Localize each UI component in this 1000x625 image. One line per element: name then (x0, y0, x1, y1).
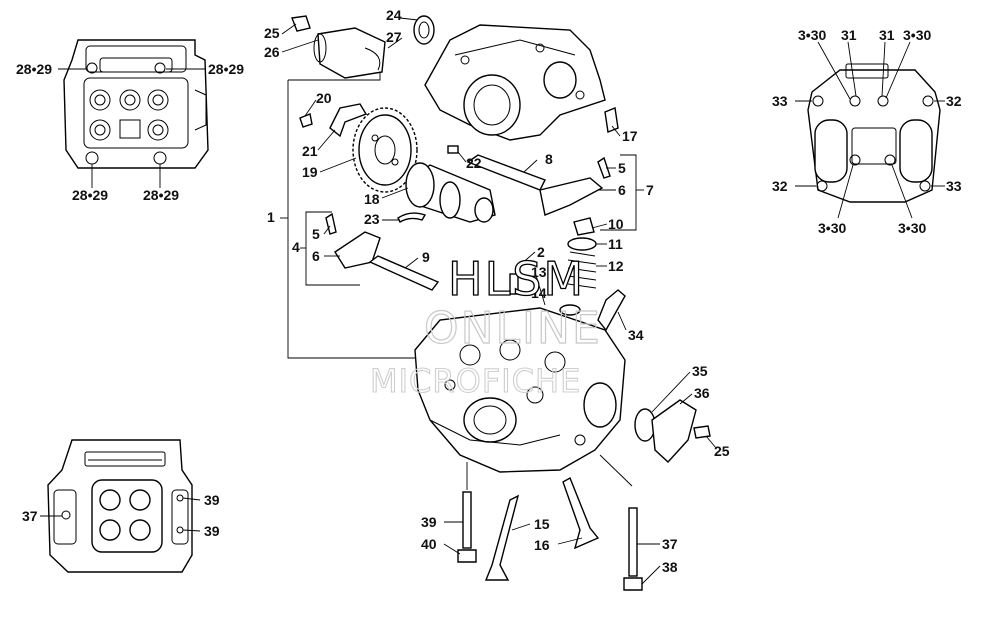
cylinder-head (414, 307, 626, 473)
nut-38 (623, 577, 643, 591)
clip-23 (397, 212, 427, 223)
retainer-11 (567, 237, 597, 251)
adjuster-5-right (597, 156, 611, 179)
callout-tr-32-b: 32 (772, 178, 788, 194)
spark-plug-34 (597, 289, 626, 332)
callout-tl-28-29-c: 28•29 (72, 187, 108, 203)
callout-tr-33-a: 33 (772, 93, 788, 109)
inset-head-bottom-view (40, 439, 201, 573)
callout-37-b: 37 (662, 536, 678, 552)
callout-40: 40 (421, 536, 437, 552)
callout-22: 22 (466, 155, 482, 171)
callout-38: 38 (662, 559, 678, 575)
callout-tr-3-30-d: 3•30 (898, 220, 926, 236)
tensioner-26 (317, 27, 386, 79)
callout-11: 11 (608, 236, 623, 252)
callout-12: 12 (608, 258, 624, 274)
callout-37-a: 37 (22, 508, 38, 524)
callout-tr-3-30-b: 3•30 (903, 27, 931, 43)
keeper-10 (573, 217, 595, 236)
elbow-36 (651, 399, 697, 463)
retainer-21 (329, 103, 368, 138)
pin-22 (447, 145, 459, 154)
stud-39 (462, 491, 472, 549)
callout-4: 4 (292, 239, 300, 255)
callout-8: 8 (545, 151, 553, 167)
callout-5-right: 5 (618, 160, 626, 176)
callout-26: 26 (264, 44, 280, 60)
rocker-arm-left (334, 231, 381, 269)
callout-24: 24 (386, 7, 402, 23)
plug-17 (604, 107, 619, 133)
callout-tr-32-a: 32 (946, 93, 962, 109)
valve-15 (484, 494, 520, 581)
callout-tl-28-29-a: 28•29 (16, 61, 52, 77)
callout-17: 17 (622, 128, 638, 144)
callout-7: 7 (646, 182, 654, 198)
callout-19: 19 (302, 164, 318, 180)
bolt-20 (299, 113, 313, 128)
inset-head-top-view (58, 39, 209, 188)
stud-37 (628, 507, 638, 577)
watermark-line1: HLSM (448, 252, 585, 306)
callout-2: 2 (537, 244, 545, 260)
callout-16: 16 (534, 537, 550, 553)
adjuster-5-left (325, 212, 337, 235)
callout-39-c: 39 (421, 514, 437, 530)
callout-tl-28-29-d: 28•29 (143, 187, 179, 203)
callout-39-a: 39 (204, 492, 220, 508)
callout-tr-31-b: 31 (879, 27, 895, 43)
nut-40 (457, 549, 477, 563)
callout-tr-3-30-a: 3•30 (798, 27, 826, 43)
callout-21: 21 (302, 143, 318, 159)
callout-15: 15 (534, 516, 550, 532)
seat-13 (559, 304, 581, 316)
bolt-25a (291, 15, 311, 32)
callout-23: 23 (364, 211, 380, 227)
valve-16 (562, 476, 600, 550)
callout-tr-31-a: 31 (841, 27, 857, 43)
camshaft-housing (424, 24, 606, 141)
watermark-line2: ONLINE (424, 303, 602, 354)
callout-6-right: 6 (618, 182, 626, 198)
callout-39-b: 39 (204, 523, 220, 539)
seal-14 (509, 273, 519, 295)
callout-tl-28-29-b: 28•29 (208, 61, 244, 77)
callout-36: 36 (694, 385, 710, 401)
callout-5-left: 5 (312, 226, 320, 242)
callout-1: 1 (267, 209, 275, 225)
spring-12 (567, 251, 597, 289)
callout-20: 20 (316, 90, 332, 106)
callout-27: 27 (386, 29, 402, 45)
callout-10: 10 (608, 216, 624, 232)
cam-sprocket (352, 107, 418, 193)
leader-lines (281, 17, 717, 585)
seal-24 (413, 15, 435, 45)
bolt-25b (693, 425, 711, 439)
rocker-shaft-8 (466, 154, 546, 191)
inset-valve-cover (795, 41, 945, 219)
callout-34: 34 (628, 327, 644, 343)
callout-tr-3-30-c: 3•30 (818, 220, 846, 236)
callout-25-b: 25 (714, 443, 730, 459)
callout-18: 18 (364, 191, 380, 207)
callout-tr-33-b: 33 (946, 178, 962, 194)
watermark-line3: MICROFICHE (370, 362, 581, 400)
callout-35: 35 (692, 363, 708, 379)
rocker-arm-right (539, 177, 604, 216)
callout-6-left: 6 (312, 248, 320, 264)
rocker-shaft-9 (368, 255, 440, 291)
callout-25-a: 25 (264, 25, 280, 41)
camshaft (405, 162, 496, 223)
callout-9: 9 (422, 249, 430, 265)
callout-13: 13 (531, 264, 547, 280)
callout-14: 14 (531, 285, 547, 301)
